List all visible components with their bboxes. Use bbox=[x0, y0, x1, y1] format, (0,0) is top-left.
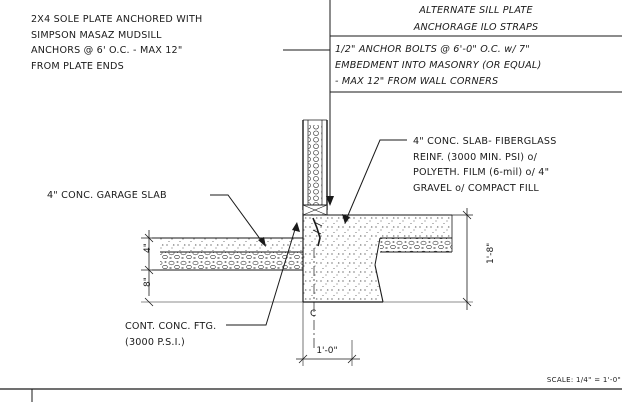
wall-section bbox=[302, 119, 328, 216]
dim-footing-depth: 1'-8" bbox=[486, 243, 496, 264]
alt-body-line-2: EMBEDMENT INTO MASONRY (OR EQUAL) bbox=[335, 60, 541, 71]
sole-plate-line-4: FROM PLATE ENDS bbox=[31, 61, 124, 72]
garage-slab-callout: 4" CONC. GARAGE SLAB bbox=[47, 190, 266, 247]
dim-step-height: 8" bbox=[143, 277, 153, 287]
slab-right-line-4: GRAVEL o/ COMPACT FILL bbox=[413, 183, 539, 194]
slab-right-line-3: POLYETH. FILM (6-mil) o/ 4" bbox=[413, 167, 549, 178]
dimension-lines bbox=[141, 208, 473, 366]
footing-line-2: (3000 P.S.I.) bbox=[125, 337, 185, 348]
alt-title-line-2: ANCHORAGE ILO STRAPS bbox=[413, 22, 539, 33]
sole-plate-line-2: SIMPSON MASAZ MUDSILL bbox=[31, 30, 162, 41]
slab-callout: 4" CONC. SLAB- FIBERGLASS REINF. (3000 M… bbox=[342, 136, 557, 224]
garage-slab-label: 4" CONC. GARAGE SLAB bbox=[47, 190, 167, 201]
footing-callout: CONT. CONC. FTG. (3000 P.S.I.) bbox=[125, 222, 300, 348]
slab-right-line-1: 4" CONC. SLAB- FIBERGLASS bbox=[413, 136, 557, 147]
alternate-anchorage-box: ALTERNATE SILL PLATE ANCHORAGE ILO STRAP… bbox=[329, 0, 622, 93]
dim-footing-width: 1'-0" bbox=[316, 346, 337, 356]
alt-body-line-1: 1/2" ANCHOR BOLTS @ 6'-0" O.C. w/ 7" bbox=[335, 44, 530, 55]
alt-title-line-1: ALTERNATE SILL PLATE bbox=[418, 5, 533, 16]
dim-slab-thickness: 4" bbox=[143, 243, 153, 253]
slab-right-line-2: REINF. (3000 MIN. PSI) o/ bbox=[413, 152, 538, 163]
sole-plate-line-3: ANCHORS @ 6' O.C. - MAX 12" bbox=[31, 45, 182, 56]
alt-body-line-3: - MAX 12" FROM WALL CORNERS bbox=[335, 76, 498, 87]
sole-plate-line-1: 2X4 SOLE PLATE ANCHORED WITH bbox=[31, 14, 202, 25]
centerline-mark: C bbox=[310, 309, 316, 319]
foundation-section bbox=[152, 213, 453, 350]
scale-label: SCALE: 1/4" = 1'-0" bbox=[547, 376, 621, 384]
sole-plate-leader bbox=[326, 50, 334, 206]
footing-line-1: CONT. CONC. FTG. bbox=[125, 321, 216, 332]
sole-plate-callout: 2X4 SOLE PLATE ANCHORED WITH SIMPSON MAS… bbox=[31, 14, 330, 72]
